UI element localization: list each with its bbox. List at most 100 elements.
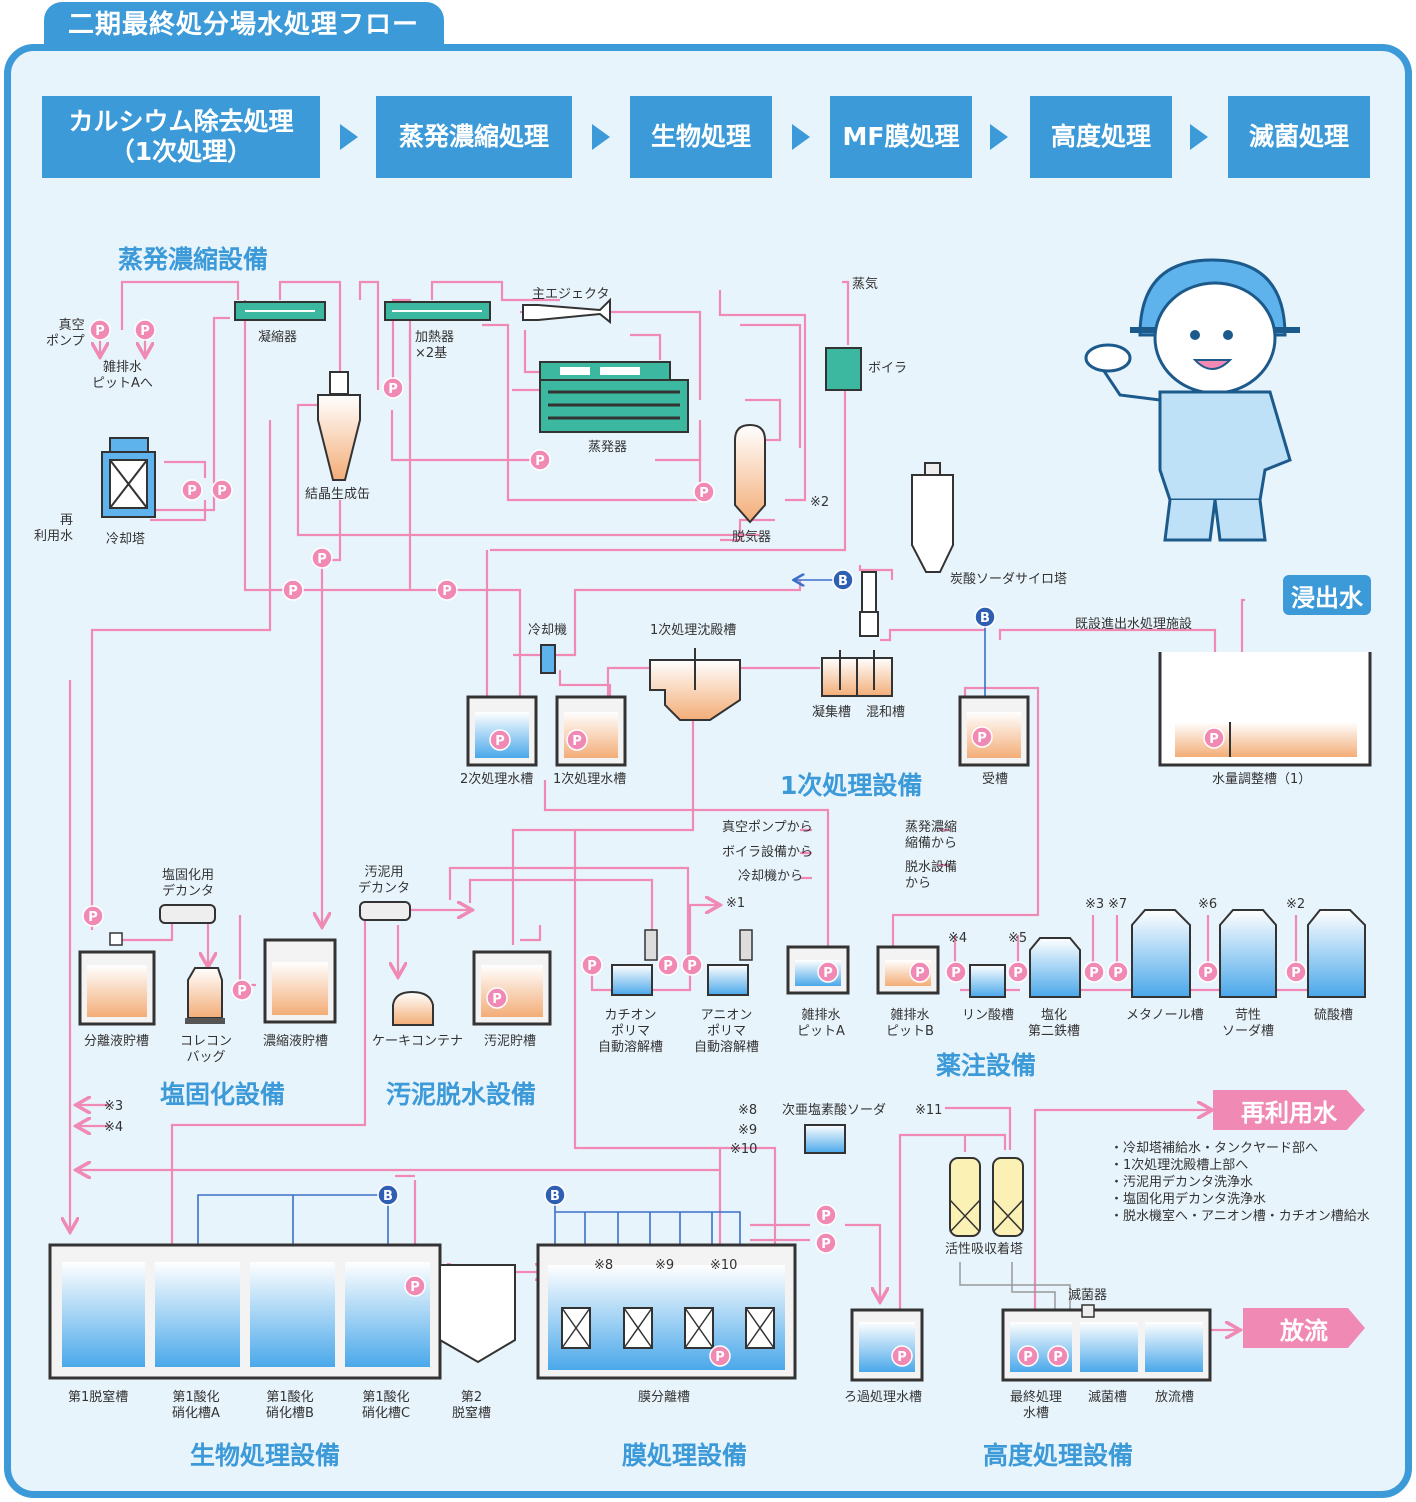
pump-icon: P bbox=[1203, 727, 1225, 749]
blower-icon: B bbox=[832, 569, 854, 591]
label-filtered-tank: ろ過処理水槽 bbox=[844, 1390, 923, 1405]
label-conc-tank: 濃縮液貯槽 bbox=[263, 1034, 329, 1049]
label-salt-decanter: 塩固化用 デカンタ bbox=[162, 868, 215, 899]
label-note8: ※8 bbox=[738, 1103, 758, 1118]
worker-mascot bbox=[1084, 258, 1300, 542]
section-sludge: 汚泥脱水設備 bbox=[386, 1080, 537, 1109]
leachate-badge: 浸出水 bbox=[1283, 575, 1371, 615]
main-ejector bbox=[522, 297, 611, 325]
pump-icon: P bbox=[657, 954, 679, 976]
label-note11: ※11 bbox=[915, 1103, 943, 1118]
blower-icon: B bbox=[377, 1184, 399, 1206]
pump-icon: P bbox=[181, 479, 203, 501]
label-from-chiller: 冷却機から bbox=[738, 869, 804, 884]
salt-decanter bbox=[159, 904, 216, 924]
svg-text:B: B bbox=[383, 1189, 393, 1204]
pump-icon: P bbox=[1197, 961, 1219, 983]
svg-text:P: P bbox=[95, 324, 105, 339]
step-arrow-icon bbox=[1190, 124, 1208, 150]
svg-text:P: P bbox=[217, 484, 227, 499]
pump-icon: P bbox=[909, 961, 931, 983]
label-note10b: ※10 bbox=[710, 1258, 738, 1273]
label-methanol: メタノール槽 bbox=[1126, 1008, 1204, 1023]
pump-icon: P bbox=[82, 905, 104, 927]
svg-text:P: P bbox=[821, 1237, 831, 1252]
sludge-tank bbox=[472, 950, 552, 1026]
label-sterilizer: 滅菌器 bbox=[1068, 1288, 1108, 1303]
label-note9: ※9 bbox=[738, 1123, 758, 1138]
step-evaporation: 蒸発濃縮処理 bbox=[376, 96, 572, 178]
label-boiler: ボイラ bbox=[868, 361, 908, 376]
label-note1: ※1 bbox=[726, 896, 746, 911]
membrane-tank bbox=[536, 1243, 797, 1380]
label-drain-a: 雑排水 ピットAへ bbox=[92, 360, 153, 391]
pump-icon: P bbox=[971, 726, 993, 748]
flecon-bag bbox=[185, 967, 225, 1024]
label-cooling-tower: 冷却塔 bbox=[106, 532, 146, 547]
caustic-tank bbox=[1219, 909, 1277, 998]
label-crystallizer: 結晶生成缶 bbox=[305, 487, 371, 502]
pump-icon: P bbox=[891, 1345, 913, 1367]
step-line2: （1次処理） bbox=[109, 137, 253, 166]
label-deaerator: 脱気器 bbox=[732, 530, 772, 545]
label-note3: ※3 bbox=[1085, 897, 1105, 912]
svg-text:P: P bbox=[897, 1350, 907, 1365]
label-condenser: 凝縮器 bbox=[258, 330, 298, 345]
label-anion: アニオン ポリマ 自動溶解槽 bbox=[694, 1008, 760, 1055]
pump-icon: P bbox=[211, 479, 233, 501]
page-title: 二期最終処分場水処理フロー bbox=[44, 2, 444, 46]
reuse-note: ・冷却塔補給水・タンクヤード部へ bbox=[1110, 1141, 1319, 1156]
pump-icon: P bbox=[404, 1275, 426, 1297]
svg-text:P: P bbox=[587, 959, 597, 974]
pump-icon: P bbox=[382, 377, 404, 399]
hypochlorite-tank bbox=[804, 1124, 846, 1154]
pump-icon: P bbox=[693, 481, 715, 503]
cooling-tower bbox=[101, 437, 156, 518]
label-from-boiler: ボイラ設備から bbox=[722, 845, 814, 860]
step-sterilization: 滅菌処理 bbox=[1228, 96, 1370, 178]
svg-text:P: P bbox=[317, 552, 327, 567]
sulfuric-tank bbox=[1307, 909, 1366, 998]
svg-text:P: P bbox=[140, 324, 150, 339]
deaerator bbox=[734, 423, 766, 524]
boiler bbox=[825, 347, 862, 391]
concentrate-tank bbox=[263, 938, 337, 1024]
pump-icon: P bbox=[231, 979, 253, 1001]
section-salt: 塩固化設備 bbox=[160, 1080, 286, 1109]
label-sludge-tank: 汚泥貯槽 bbox=[484, 1034, 537, 1049]
pump-icon: P bbox=[134, 319, 156, 341]
pump-icon: P bbox=[529, 449, 551, 471]
label-note2: ※2 bbox=[810, 495, 830, 510]
pump-icon: P bbox=[709, 1345, 731, 1367]
label-hypochlorite: 次亜塩素酸ソーダ bbox=[782, 1103, 887, 1118]
label-denit2: 第2 脱窒槽 bbox=[452, 1390, 492, 1421]
svg-text:P: P bbox=[687, 959, 697, 974]
svg-text:P: P bbox=[442, 584, 452, 599]
svg-text:P: P bbox=[187, 484, 197, 499]
pump-icon: P bbox=[436, 579, 458, 601]
svg-text:P: P bbox=[237, 984, 247, 999]
label-nit-b: 第1酸化 硝化槽B bbox=[266, 1390, 314, 1421]
pump-icon: P bbox=[489, 729, 511, 751]
section-advanced: 高度処理設備 bbox=[983, 1441, 1134, 1470]
svg-text:P: P bbox=[715, 1350, 725, 1365]
label-denit1: 第1脱窒槽 bbox=[68, 1390, 129, 1405]
section-chem: 薬注設備 bbox=[936, 1051, 1037, 1080]
label-nit-a: 第1酸化 硝化槽A bbox=[172, 1390, 220, 1421]
label-soda-silo: 炭酸ソーダサイロ塔 bbox=[950, 572, 1068, 587]
step-line1: カルシウム除去処理 bbox=[68, 107, 294, 136]
label-nit-c: 第1酸化 硝化槽C bbox=[362, 1390, 411, 1421]
label-note2b: ※2 bbox=[1286, 897, 1306, 912]
pump-icon: P bbox=[581, 954, 603, 976]
advanced-tanks bbox=[1001, 1304, 1212, 1382]
pump-icon: P bbox=[486, 987, 508, 1009]
label-final-tank: 最終処理 水槽 bbox=[1010, 1390, 1063, 1421]
svg-text:P: P bbox=[1023, 1350, 1033, 1365]
svg-text:P: P bbox=[288, 584, 298, 599]
pump-icon: P bbox=[945, 961, 967, 983]
svg-text:P: P bbox=[492, 992, 502, 1007]
reuse-water-badge: 再利用水 bbox=[1213, 1090, 1365, 1130]
